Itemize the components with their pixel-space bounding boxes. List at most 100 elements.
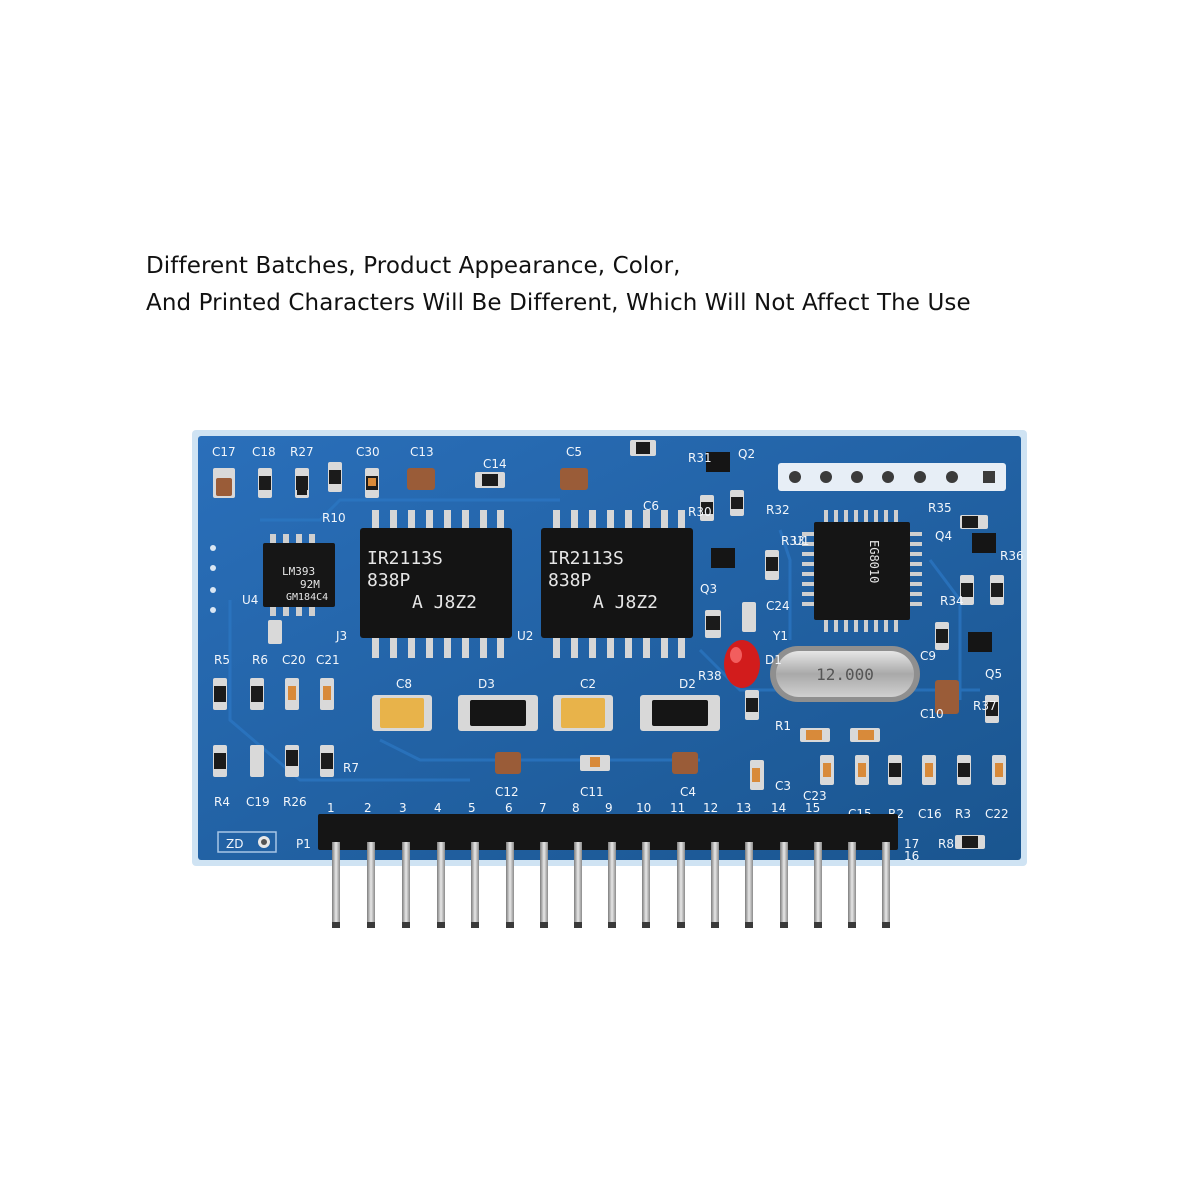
- svg-text:LM393: LM393: [282, 565, 315, 578]
- svg-text:3: 3: [399, 801, 407, 815]
- svg-text:17: 17: [904, 837, 919, 851]
- svg-text:D3: D3: [478, 677, 495, 691]
- svg-text:Q2: Q2: [738, 447, 755, 461]
- zd-pad: [217, 831, 277, 853]
- svg-text:C2: C2: [580, 677, 596, 691]
- svg-text:13: 13: [736, 801, 751, 815]
- svg-text:C21: C21: [316, 653, 340, 667]
- svg-text:11: 11: [670, 801, 685, 815]
- svg-text:15: 15: [805, 801, 820, 815]
- chip-eg8010: EG8010: [802, 510, 922, 632]
- svg-text:92M: 92M: [300, 578, 320, 591]
- svg-text:16: 16: [904, 849, 919, 863]
- svg-text:R1: R1: [775, 719, 791, 733]
- crystal-y1: 12.000: [770, 646, 920, 702]
- svg-text:12: 12: [703, 801, 718, 815]
- svg-text:838P: 838P: [367, 570, 411, 591]
- svg-text:GM184C4: GM184C4: [286, 592, 328, 603]
- svg-text:8: 8: [572, 801, 580, 815]
- svg-text:R30: R30: [688, 505, 712, 519]
- notice-line-1: Different Batches, Product Appearance, C…: [146, 253, 681, 279]
- svg-text:U1: U1: [793, 534, 809, 548]
- svg-text:A J8Z2: A J8Z2: [593, 592, 658, 613]
- svg-text:C3: C3: [775, 779, 791, 793]
- svg-text:1: 1: [327, 801, 335, 815]
- chip-ir2113s-left: IR2113S 838P A J8Z2: [360, 510, 512, 658]
- svg-text:R27: R27: [290, 445, 314, 459]
- svg-text:C6: C6: [643, 499, 659, 513]
- svg-text:9: 9: [605, 801, 613, 815]
- svg-text:6: 6: [505, 801, 513, 815]
- svg-text:D2: D2: [679, 677, 696, 691]
- svg-text:C5: C5: [566, 445, 582, 459]
- svg-text:EG8010: EG8010: [867, 540, 881, 583]
- svg-text:C9: C9: [920, 649, 936, 663]
- svg-text:C20: C20: [282, 653, 306, 667]
- svg-text:R26: R26: [283, 795, 307, 809]
- svg-text:R34: R34: [940, 594, 964, 608]
- svg-text:R10: R10: [322, 511, 346, 525]
- svg-text:C18: C18: [252, 445, 276, 459]
- svg-text:C14: C14: [483, 457, 507, 471]
- svg-text:ZD: ZD: [226, 837, 243, 851]
- svg-text:IR2113S: IR2113S: [548, 548, 624, 569]
- svg-text:R6: R6: [252, 653, 268, 667]
- svg-text:14: 14: [771, 801, 786, 815]
- svg-text:R5: R5: [214, 653, 230, 667]
- svg-text:C10: C10: [920, 707, 944, 721]
- svg-text:12.000: 12.000: [816, 665, 874, 684]
- svg-text:C17: C17: [212, 445, 236, 459]
- svg-text:C23: C23: [803, 789, 827, 803]
- svg-text:C30: C30: [356, 445, 380, 459]
- edge-vias: [210, 545, 216, 613]
- svg-text:R37: R37: [973, 699, 997, 713]
- svg-text:C4: C4: [680, 785, 696, 799]
- svg-text:R3: R3: [955, 807, 971, 821]
- svg-text:Q3: Q3: [700, 582, 717, 596]
- pin-header: [318, 814, 898, 928]
- svg-text:J3: J3: [335, 629, 347, 643]
- smd-components: [213, 440, 1006, 849]
- svg-text:U4: U4: [242, 593, 258, 607]
- svg-text:R32: R32: [766, 503, 790, 517]
- header-holes: [778, 463, 1006, 491]
- svg-text:C22: C22: [985, 807, 1009, 821]
- pin-number-labels: 1 2 3 4 5 6 7 8 9 10 11 12 13 14 15: [327, 801, 820, 815]
- svg-text:R8: R8: [938, 837, 954, 851]
- svg-text:5: 5: [468, 801, 476, 815]
- diodes: [458, 695, 720, 731]
- svg-text:A J8Z2: A J8Z2: [412, 592, 477, 613]
- svg-text:C8: C8: [396, 677, 412, 691]
- svg-text:R31: R31: [688, 451, 712, 465]
- svg-text:4: 4: [434, 801, 442, 815]
- svg-text:U2: U2: [517, 629, 533, 643]
- notice-line-2: And Printed Characters Will Be Different…: [146, 290, 971, 316]
- svg-text:C11: C11: [580, 785, 604, 799]
- svg-text:R36: R36: [1000, 549, 1024, 563]
- svg-text:C19: C19: [246, 795, 270, 809]
- svg-text:C24: C24: [766, 599, 790, 613]
- svg-text:R7: R7: [343, 761, 359, 775]
- transistors: [706, 452, 996, 652]
- svg-text:10: 10: [636, 801, 651, 815]
- svg-text:2: 2: [364, 801, 372, 815]
- svg-text:R33: R33: [781, 534, 805, 548]
- svg-text:Q4: Q4: [935, 529, 952, 543]
- svg-text:Y1: Y1: [772, 629, 788, 643]
- svg-text:7: 7: [539, 801, 547, 815]
- notice-text: Different Batches, Product Appearance, C…: [146, 248, 1106, 322]
- svg-text:Q5: Q5: [985, 667, 1002, 681]
- svg-text:P1: P1: [296, 837, 311, 851]
- tantalum-capacitors: [372, 695, 613, 731]
- svg-text:C13: C13: [410, 445, 434, 459]
- svg-text:R35: R35: [928, 501, 952, 515]
- svg-text:838P: 838P: [548, 570, 592, 591]
- svg-text:D1: D1: [765, 653, 782, 667]
- svg-text:C16: C16: [918, 807, 942, 821]
- svg-text:R38: R38: [698, 669, 722, 683]
- svg-text:C12: C12: [495, 785, 519, 799]
- svg-text:R4: R4: [214, 795, 230, 809]
- chip-u4: LM393 92M GM184C4: [263, 534, 335, 616]
- svg-text:IR2113S: IR2113S: [367, 548, 443, 569]
